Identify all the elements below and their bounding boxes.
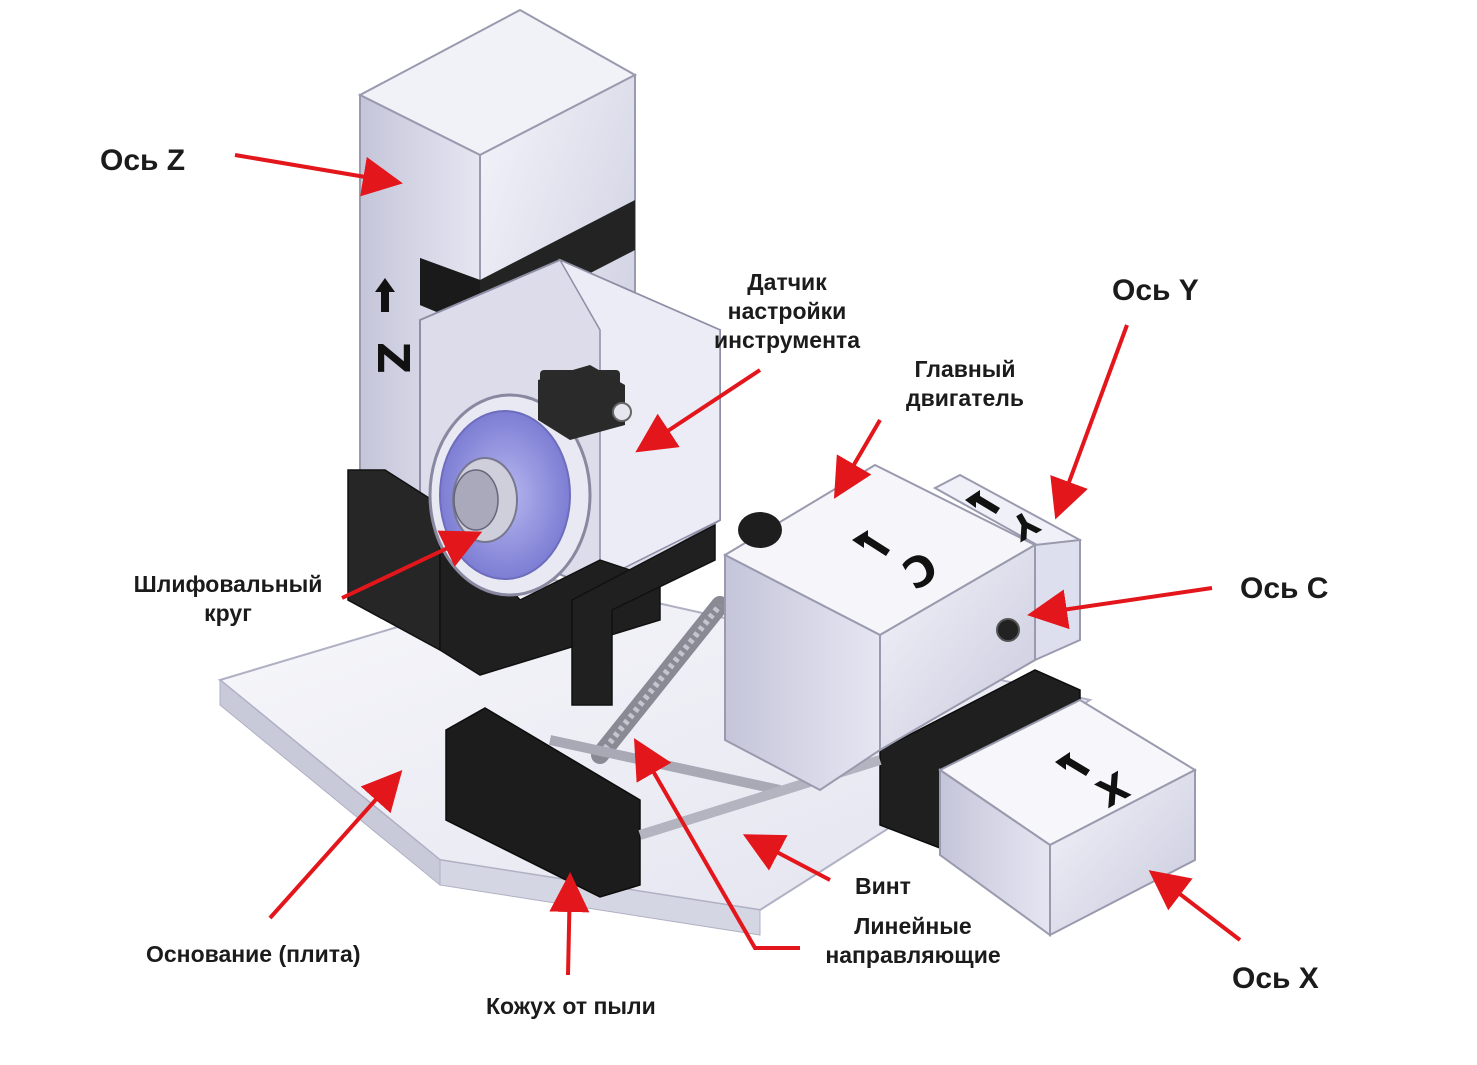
tool-sensor — [538, 365, 632, 440]
arrow-screw — [742, 834, 831, 882]
arrow-grinding-wheel — [341, 530, 483, 600]
label-main-motor-line-2: двигатель — [905, 384, 1025, 411]
label-tool-sensor-line-3: инструмента — [713, 326, 861, 353]
label-linear-guides: Линейные направляющие — [812, 912, 1014, 970]
label-axis-x: Ось X — [1232, 962, 1319, 995]
label-grinding-wheel: Шлифовальный круг — [122, 570, 334, 628]
arrow-base-plate — [268, 770, 403, 920]
arrow-axis-y — [1050, 324, 1129, 520]
label-tool-sensor-line-1: Датчик — [747, 269, 827, 295]
label-linear-guides-line-1: Линейные — [854, 913, 972, 939]
label-dust-cover: Кожух от пыли — [486, 993, 656, 1019]
arrow-dust-cover — [549, 872, 590, 976]
label-tool-sensor-line-2: настройки — [727, 297, 847, 324]
label-screw: Винт — [855, 873, 911, 899]
arrow-tool-sensor — [635, 368, 762, 453]
arrow-axis-x — [1148, 870, 1242, 942]
x-axis-block — [938, 698, 1198, 937]
arrow-axis-z — [234, 153, 403, 197]
label-tool-sensor: Датчик настройки инструмента — [707, 268, 867, 354]
z-axis-mark: Z — [367, 278, 418, 374]
label-grinding-wheel-line-2: круг — [204, 599, 252, 626]
label-main-motor: Главный двигатель — [895, 355, 1035, 413]
label-base-plate: Основание (плита) — [146, 941, 361, 967]
label-axis-c: Ось C — [1240, 572, 1329, 605]
label-axis-z: Ось Z — [100, 144, 186, 177]
arrow-axis-c — [1027, 586, 1213, 630]
label-linear-guides-line-2: направляющие — [825, 941, 1001, 968]
callout-arrows — [234, 153, 1242, 976]
arrow-main-motor — [833, 418, 882, 499]
ball-screw — [591, 596, 729, 764]
arrow-linear-guides — [634, 738, 800, 950]
label-main-motor-line-1: Главный — [914, 356, 1016, 382]
svg-text:Z: Z — [367, 342, 418, 374]
label-axis-y: Ось Y — [1112, 274, 1199, 307]
label-grinding-wheel-line-1: Шлифовальный — [133, 571, 323, 597]
